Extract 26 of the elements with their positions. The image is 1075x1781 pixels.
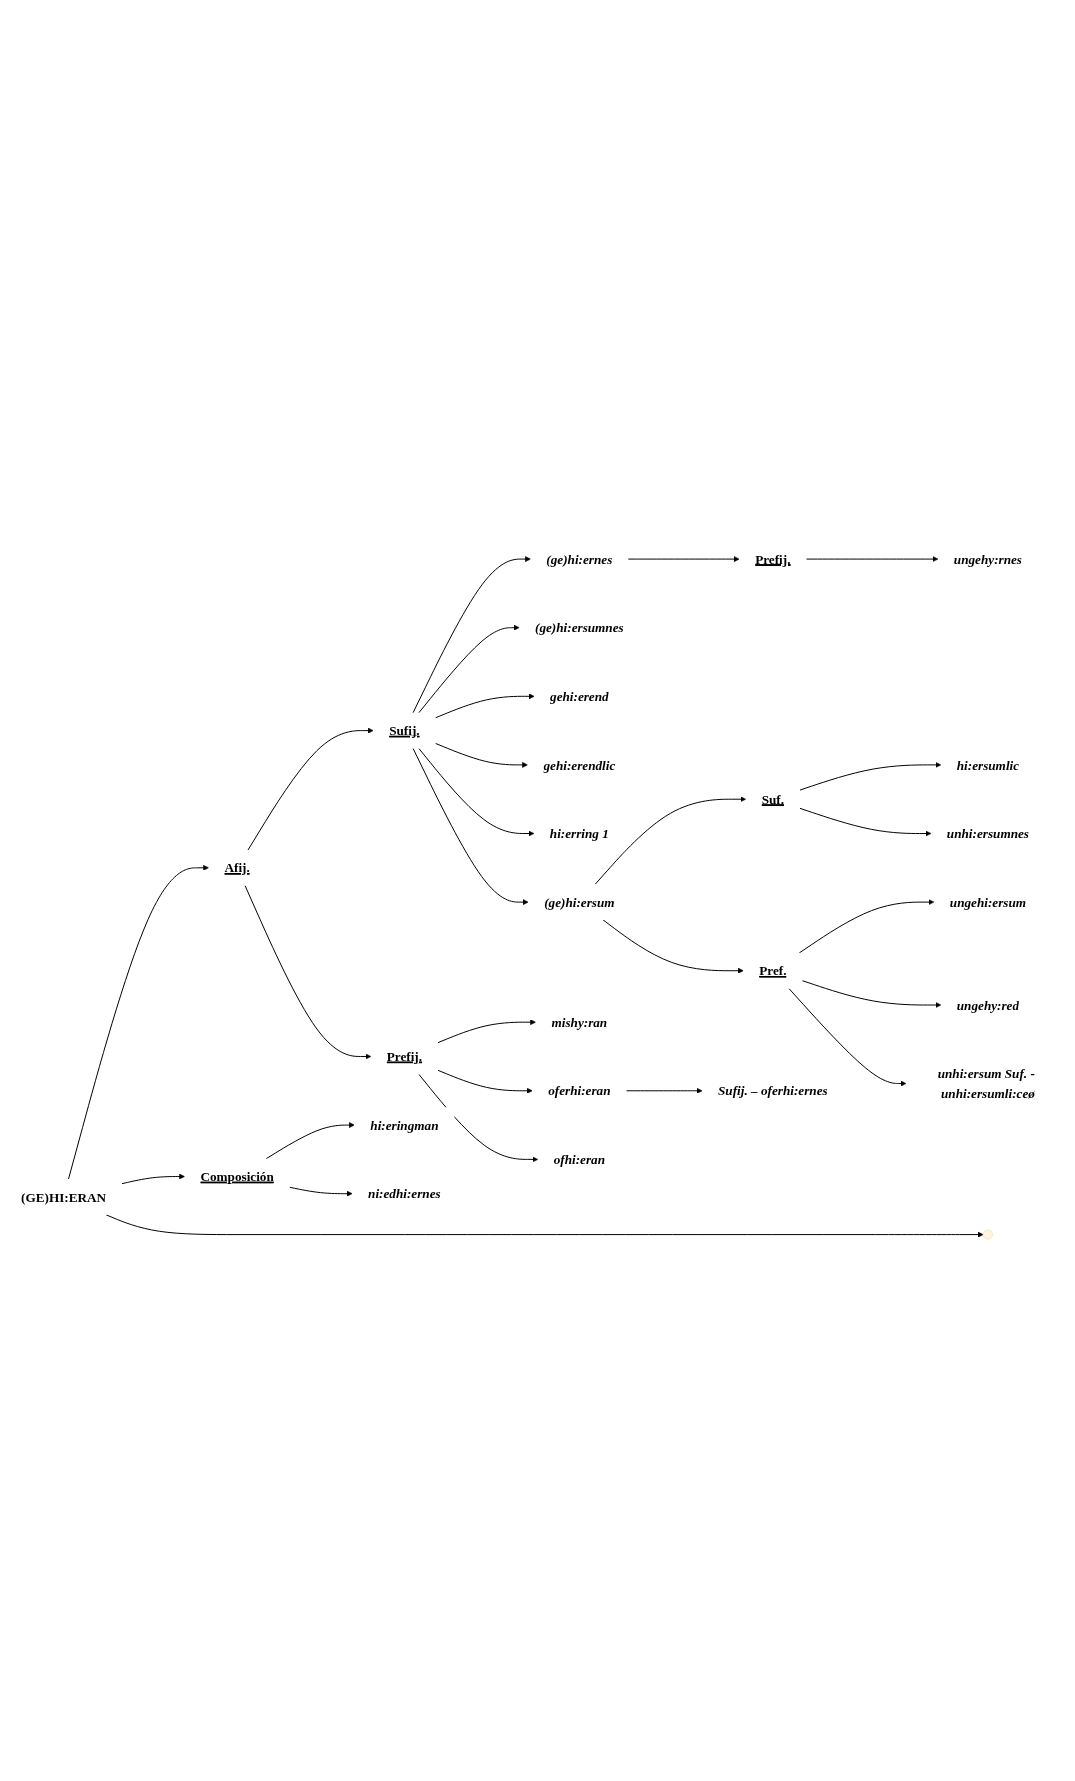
node-text: ofhi:eran	[553, 1152, 606, 1167]
node-text: oferhi:eran	[548, 1083, 611, 1099]
node-text: hi:ersumlic	[956, 757, 1020, 773]
node-text: Composición	[200, 1169, 274, 1185]
node-text: ungehi:ersum	[949, 895, 1027, 910]
node-text: Sufij.	[389, 723, 420, 739]
node-text: Pref.	[759, 963, 787, 979]
node-text: hi:erring 1	[549, 826, 609, 842]
node-text: (ge)hi:ernes	[546, 552, 613, 567]
node-text: ungehy:red	[956, 998, 1020, 1013]
node-text: mishy:ran	[551, 1015, 608, 1030]
node-text: ni:edhi:ernes	[368, 1186, 441, 1202]
node-text: ungehy:rnes	[953, 552, 1023, 567]
node-text: hi:eringman	[370, 1118, 439, 1133]
node-text: (GE)HI:ERAN	[21, 1189, 107, 1205]
node-text: Afij.	[224, 860, 250, 876]
node-text: gehi:erend	[550, 689, 609, 704]
node-text: Prefij.	[386, 1049, 423, 1064]
node-text: (ge)hi:ersum	[544, 895, 615, 910]
node-text: Sufij. – oferhi:ernes	[718, 1083, 828, 1099]
node-text: unhi:ersumnes	[946, 826, 1029, 842]
node-text: unhi:ersum Suf. - unhi:ersumli:ceø	[937, 1066, 1035, 1101]
node-text: Prefij.	[755, 552, 791, 567]
node-text: Suf.	[761, 792, 785, 807]
node-text: (ge)hi:ersumnes	[535, 620, 624, 636]
node-text: gehi:erendlic	[543, 757, 616, 773]
